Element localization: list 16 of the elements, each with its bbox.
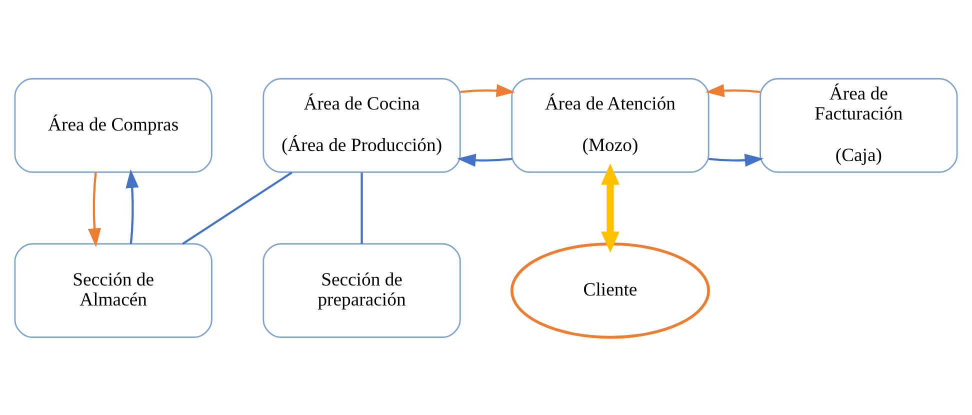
arrow: [708, 153, 764, 166]
node-box: Área de Atención (Mozo): [511, 78, 710, 172]
node-box: Área de Compras: [14, 78, 212, 172]
arrow: [600, 163, 620, 252]
node-box: Área de Cocina (Área de Producción): [262, 78, 461, 172]
node-ellipse: Cliente: [510, 242, 710, 338]
arrow: [457, 153, 512, 166]
node-box: Área de Facturación (Caja): [760, 78, 958, 172]
arrow: [460, 84, 516, 97]
arrow: [88, 172, 101, 247]
connector: [182, 171, 292, 244]
connector: [360, 172, 363, 244]
arrow: [126, 168, 139, 244]
arrow: [705, 84, 760, 97]
node-box: Sección de preparación: [262, 242, 461, 338]
node-box: Sección de Almacén: [14, 242, 212, 338]
